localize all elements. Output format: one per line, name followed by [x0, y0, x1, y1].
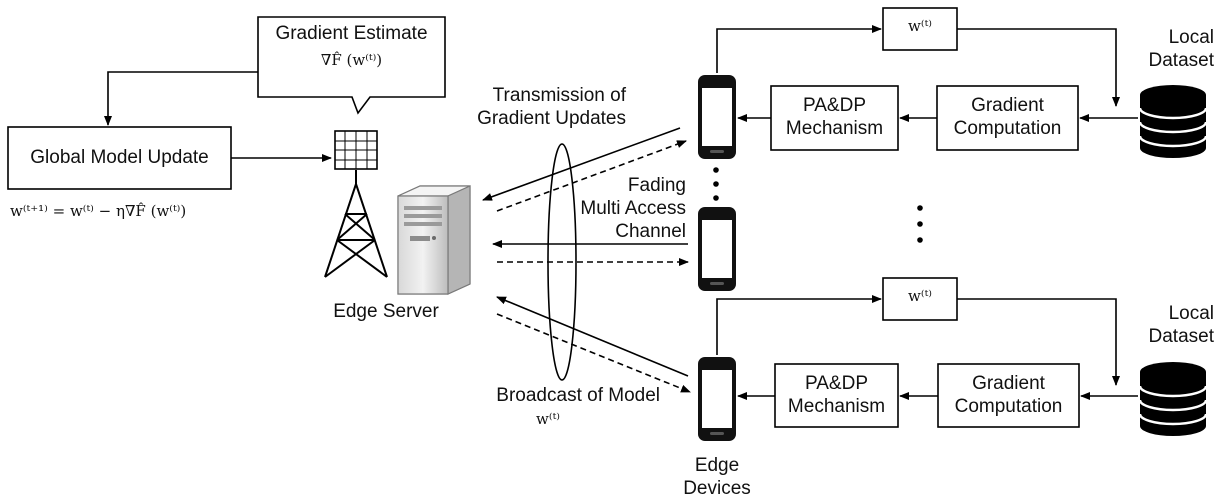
dataset-label-top-line1: Local: [1168, 27, 1214, 48]
downlink-arrow-bottom: [496, 313, 691, 393]
gradient-computation-bottom-line2: Computation: [954, 396, 1063, 417]
phone-icon-bottom: [698, 357, 736, 441]
uplink-arrow-top: [482, 127, 681, 201]
weights-label-bottom: w⁽ᵗ⁾: [908, 287, 932, 305]
arrow-weights-to-dataset-top: [957, 28, 1120, 107]
arrow-phone-to-weights-bottom: [716, 295, 882, 355]
antenna-grid-icon: [334, 130, 378, 170]
padp-label-bottom-line2: Mechanism: [787, 396, 886, 417]
transmission-label-line1: Transmission of: [492, 85, 626, 106]
gradient-computation-box-top: [936, 85, 1079, 151]
weights-box-bottom: [882, 277, 958, 321]
gradient-estimate-callout: [257, 16, 446, 115]
server-icon: [397, 185, 471, 295]
gradient-computation-top-line1: Gradient: [971, 95, 1044, 116]
gradient-computation-top-line2: Computation: [953, 118, 1062, 139]
gradient-computation-box-bottom: [937, 363, 1080, 428]
padp-label-bottom-line1: PA&DP: [804, 373, 868, 394]
uplink-arrow-bottom: [496, 296, 689, 377]
fading-label-line3: Channel: [615, 221, 686, 242]
edge-devices-label-line1: Edge: [694, 455, 740, 476]
padp-box-bottom: [774, 363, 899, 428]
broadcast-formula: w⁽ᵗ⁾: [536, 410, 560, 428]
device-ellipsis-dots: [713, 167, 719, 201]
edge-server-label: Edge Server: [333, 301, 439, 322]
padp-label-top-line2: Mechanism: [785, 118, 884, 139]
dataset-label-bottom-line1: Local: [1168, 303, 1214, 324]
gradient-estimate-formula: ∇F̂ (w⁽ᵗ⁾): [320, 51, 383, 69]
padp-label-top-line1: PA&DP: [802, 95, 866, 116]
arrow-weights-to-dataset-bottom: [957, 298, 1120, 386]
pipeline-ellipsis-dots: [917, 205, 923, 243]
broadcast-label: Broadcast of Model: [496, 385, 660, 406]
fading-label-line1: Fading: [627, 175, 686, 196]
gradient-estimate-title: Gradient Estimate: [275, 23, 428, 44]
weights-label-top: w⁽ᵗ⁾: [908, 17, 932, 35]
global-model-update-box: [7, 126, 232, 190]
dataset-label-bottom-line2: Dataset: [1148, 326, 1214, 347]
global-update-formula: w⁽ᵗ⁺¹⁾ = w⁽ᵗ⁾ − η∇F̂ (w⁽ᵗ⁾): [10, 202, 187, 220]
global-model-update-label: Global Model Update: [30, 147, 209, 168]
phone-icon-middle: [698, 207, 736, 291]
arrow-estimate-to-update: [104, 71, 258, 126]
gradient-computation-bottom-line1: Gradient: [972, 373, 1045, 394]
fading-label-line2: Multi Access: [580, 198, 686, 219]
database-icon-top: [1138, 85, 1208, 158]
arrow-phone-to-weights-top: [716, 25, 882, 73]
transmission-label-line2: Gradient Updates: [477, 108, 626, 129]
weights-box-top: [882, 7, 958, 51]
tower-icon: [324, 170, 388, 278]
database-icon-bottom: [1138, 362, 1208, 436]
phone-icon-top: [698, 75, 736, 159]
dataset-label-top-line2: Dataset: [1148, 50, 1214, 71]
downlink-arrow-top: [496, 140, 687, 212]
edge-devices-label-line2: Devices: [683, 478, 751, 499]
